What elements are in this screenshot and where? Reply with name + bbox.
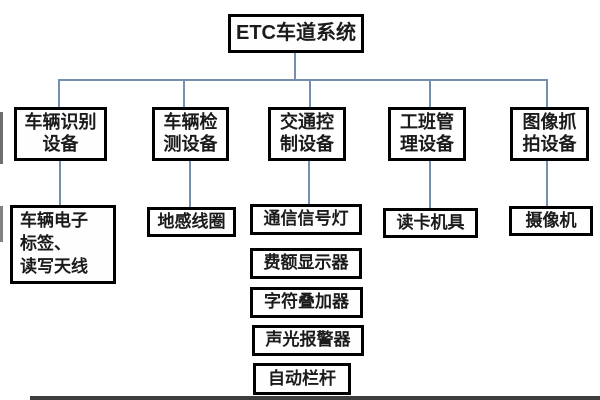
node-card-reader: 读卡机具 <box>383 208 478 238</box>
connector-drop-shift-management <box>429 81 431 107</box>
node-vehicle-electronic-tag-rw-antenna: 车辆电子 标签、 读写天线 <box>10 205 116 284</box>
node-automatic-barrier: 自动栏杆 <box>253 363 351 395</box>
connector-drop-vehicle-detection <box>183 81 185 107</box>
node-fee-amount-display: 费额显示器 <box>250 248 362 279</box>
node-vehicle-detection-equipment: 车辆检 测设备 <box>152 107 229 161</box>
node-vehicle-identification-equipment: 车辆识别 设备 <box>14 107 107 161</box>
node-camera: 摄像机 <box>509 206 593 236</box>
node-shift-management-equipment: 工班管 理设备 <box>388 107 466 161</box>
connector-leaf-loop-coil <box>189 161 191 207</box>
connector-horizontal-bus <box>58 79 548 81</box>
node-ground-loop-coil: 地感线圈 <box>147 207 236 237</box>
scan-artifact-left-edge-2 <box>0 206 3 242</box>
connector-leaf-electronic-tag <box>59 161 61 205</box>
connector-drop-vehicle-identification <box>58 81 60 107</box>
scan-artifact-bottom-bar <box>30 396 600 400</box>
node-traffic-control-equipment: 交通控 制设备 <box>268 107 346 161</box>
node-image-capture-equipment: 图像抓 拍设备 <box>510 107 589 161</box>
connector-leaf-signal-light <box>308 161 310 204</box>
scan-artifact-left-edge-1 <box>0 112 3 164</box>
node-sound-light-alarm: 声光报警器 <box>252 325 364 356</box>
node-character-overlay: 字符叠加器 <box>250 287 363 318</box>
connector-leaf-card-reader <box>429 161 431 208</box>
node-comm-signal-light: 通信信号灯 <box>250 204 362 235</box>
connector-root-stem <box>294 53 296 80</box>
node-etc-lane-system: ETC车道系统 <box>228 14 364 53</box>
connector-drop-image-capture <box>546 81 548 107</box>
connector-drop-traffic-control <box>309 81 311 107</box>
connector-leaf-camera <box>546 161 548 206</box>
